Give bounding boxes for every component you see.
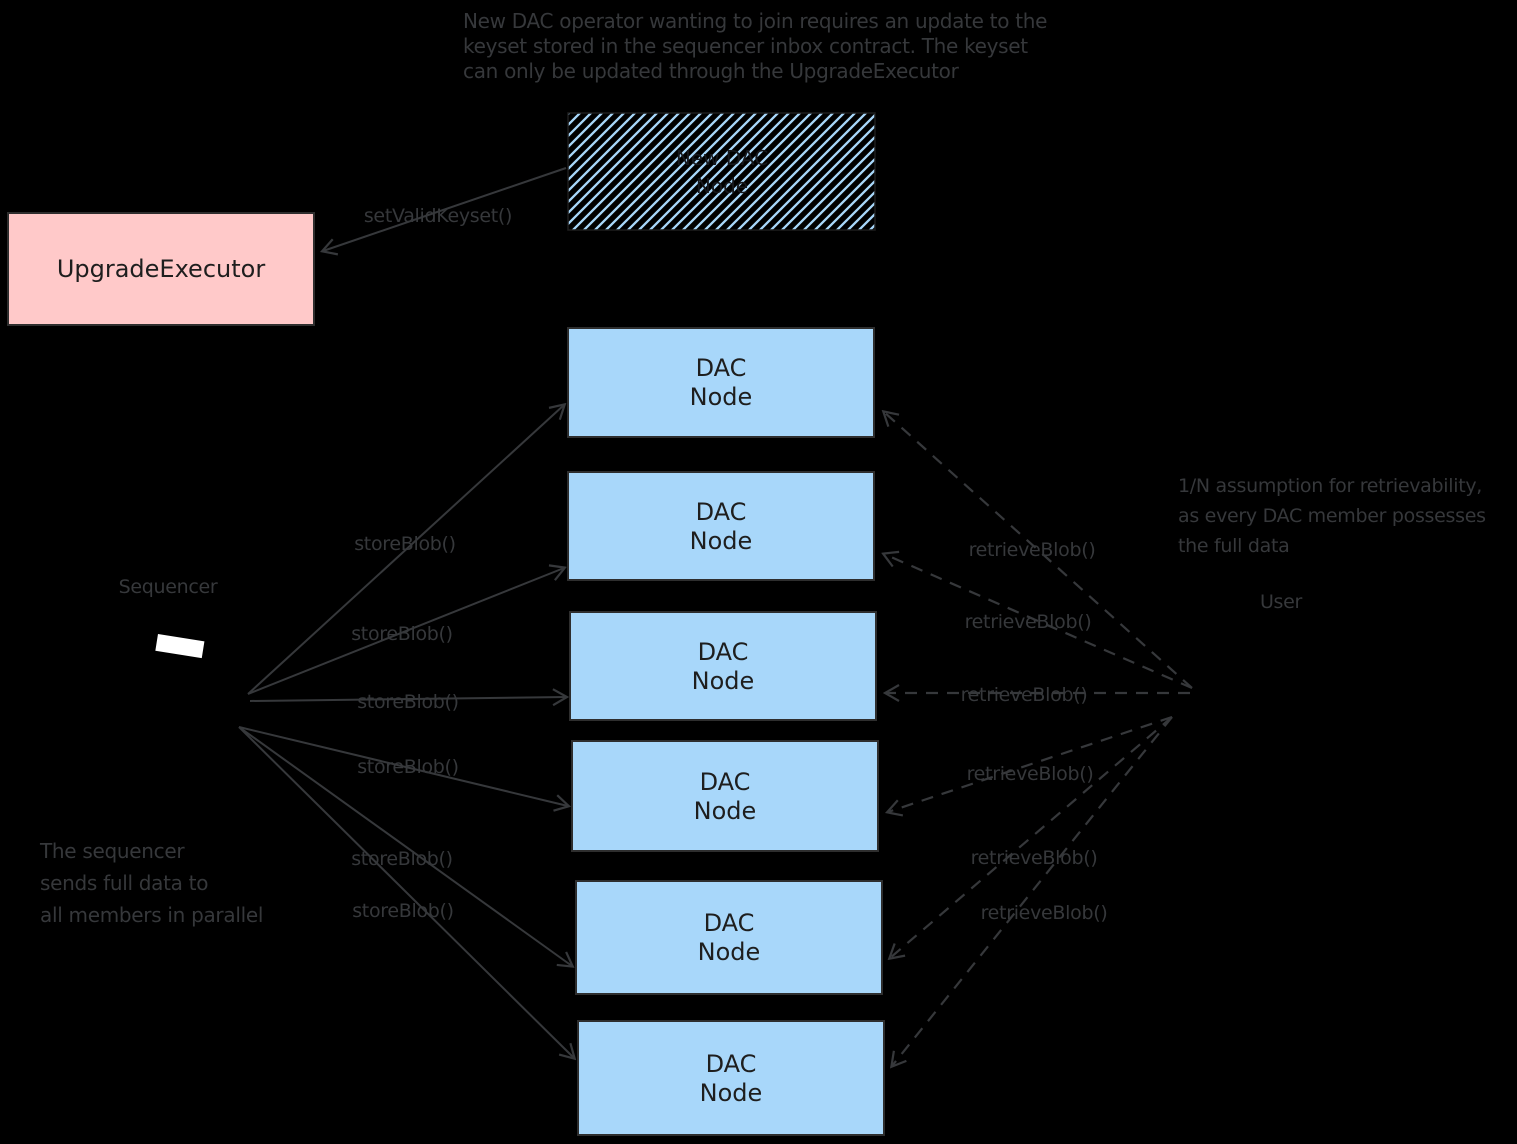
store-blob-label-5: storeBlob(): [351, 848, 453, 870]
dac-node-label-5-line2: Node: [698, 938, 761, 966]
dac-node-label-1-line1: DAC: [696, 354, 747, 382]
note-right: 1/N assumption for retrievability, as ev…: [1178, 475, 1486, 557]
dac-node-box-6: DAC Node: [577, 1020, 885, 1136]
retrieve-blob-label-6: retrieveBlob(): [981, 902, 1108, 924]
dac-node-label-3-line2: Node: [692, 667, 755, 695]
dac-node-rect-2: [567, 471, 875, 581]
note-top-line3: can only be updated through the UpgradeE…: [463, 59, 960, 83]
dac-node-rect-3: [569, 611, 877, 721]
dac-node-box-2: DAC Node: [567, 471, 875, 581]
dac-node-label-2-line2: Node: [690, 527, 753, 555]
retrieve-blob-label-4: retrieveBlob(): [967, 763, 1094, 785]
note-left-line2: sends full data to: [40, 871, 208, 895]
dac-node-rect-5: [575, 880, 883, 995]
sequencer-label: Sequencer: [119, 576, 218, 598]
dac-node-box-5: DAC Node: [575, 880, 883, 995]
retrieve-blob-label-5: retrieveBlob(): [971, 847, 1098, 869]
retrieve-blob-arrow-1: [884, 412, 1193, 689]
new-dac-node-box: New DAC Node: [567, 112, 876, 231]
upgrade-executor-box: UpgradeExecutor: [7, 212, 315, 326]
dac-node-box-1: DAC Node: [567, 327, 875, 438]
upgrade-executor-label: UpgradeExecutor: [57, 255, 266, 283]
new-dac-node-label-line2: Node: [696, 174, 748, 198]
new-dac-node-rect: [567, 112, 876, 231]
dac-node-label-4-line1: DAC: [700, 768, 751, 796]
store-blob-arrow-4: [238, 726, 568, 806]
store-blob-arrow-2: [247, 568, 564, 695]
dac-node-rect-6: [577, 1020, 885, 1136]
dac-node-label-5-line1: DAC: [704, 909, 755, 937]
dac-node-label-1-line2: Node: [690, 383, 753, 411]
note-left-line3: all members in parallel: [40, 903, 263, 927]
dac-node-label-3-line1: DAC: [698, 638, 749, 666]
note-left-line1: The sequencer: [39, 839, 185, 863]
store-blob-arrow-5: [238, 726, 572, 966]
retrieve-blob-arrow-6: [892, 716, 1173, 1066]
note-right-line3: the full data: [1178, 535, 1289, 557]
upgrade-executor-rect: [7, 212, 315, 326]
set-valid-keyset-label: setValidKeyset(): [364, 205, 512, 227]
new-dac-node-label-line1: New DAC: [676, 146, 768, 170]
user-label: User: [1260, 591, 1303, 613]
note-right-line1: 1/N assumption for retrievability,: [1178, 475, 1482, 497]
retrieve-blob-label-1: retrieveBlob(): [969, 539, 1096, 561]
note-top: New DAC operator wanting to join require…: [463, 9, 1047, 83]
note-top-line1: New DAC operator wanting to join require…: [463, 9, 1047, 33]
dac-node-rect-4: [571, 740, 879, 852]
dac-node-box-4: DAC Node: [571, 740, 879, 852]
dac-node-label-2-line1: DAC: [696, 498, 747, 526]
store-blob-label-2: storeBlob(): [351, 623, 453, 645]
dac-node-label-4-line2: Node: [694, 797, 757, 825]
store-blob-arrow-3: [249, 697, 566, 701]
note-top-line2: keyset stored in the sequencer inbox con…: [463, 34, 1028, 58]
store-blob-arrow-1: [247, 405, 564, 695]
retrieve-blob-arrow-2: [884, 554, 1193, 690]
store-blob-arrow-6: [238, 726, 574, 1058]
dac-node-box-3: DAC Node: [569, 611, 877, 721]
sequencer-laptop-screen-icon: [155, 634, 205, 659]
store-blob-label-4: storeBlob(): [357, 756, 459, 778]
retrieve-blob-arrow-4: [888, 715, 1173, 812]
store-blob-label-1: storeBlob(): [354, 533, 456, 555]
dac-node-label-6-line1: DAC: [706, 1050, 757, 1078]
note-left: The sequencer sends full data to all mem…: [39, 839, 263, 927]
retrieve-blob-label-2: retrieveBlob(): [965, 611, 1092, 633]
dac-node-rect-1: [567, 327, 875, 438]
store-blob-label-6: storeBlob(): [352, 900, 454, 922]
retrieve-blob-label-3: retrieveBlob(): [961, 684, 1088, 706]
set-valid-keyset-arrow: [323, 167, 567, 251]
store-blob-label-3: storeBlob(): [357, 691, 459, 713]
note-right-line2: as every DAC member possesses: [1178, 505, 1486, 527]
dac-node-label-6-line2: Node: [700, 1079, 763, 1107]
